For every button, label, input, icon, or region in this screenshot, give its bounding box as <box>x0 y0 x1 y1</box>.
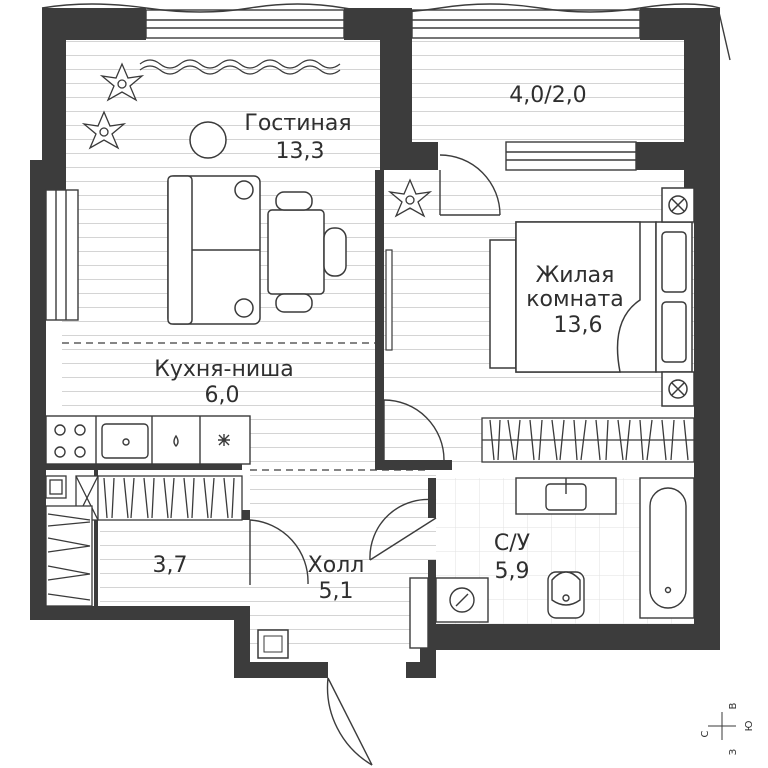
kitchen-name: Кухня-ниша <box>154 357 294 382</box>
storage-shelving <box>45 475 243 607</box>
compass-icon <box>708 712 736 740</box>
bedroom-area: 13,6 <box>554 313 603 338</box>
hall-name: Холл <box>308 553 365 578</box>
bathroom-fixtures <box>435 477 695 623</box>
doors <box>249 154 501 766</box>
walls <box>30 8 720 678</box>
compass-west: З <box>728 749 739 755</box>
living-room-area: 13,3 <box>276 139 325 164</box>
bathroom-name: С/У <box>494 531 531 556</box>
windows <box>41 3 731 321</box>
compass-east: В <box>728 702 739 709</box>
storage-area: 3,7 <box>153 553 188 578</box>
compass-north: С <box>700 730 711 737</box>
bedroom-name-line2: комната <box>526 287 624 312</box>
hall-area: 5,1 <box>319 579 354 604</box>
balcony-area: 4,0/2,0 <box>509 83 586 108</box>
zone-dividers <box>62 342 430 471</box>
plant-icon <box>81 62 433 218</box>
compass-south: Ю <box>744 720 755 731</box>
wardrobe <box>481 417 695 463</box>
bedroom-wall-panel <box>385 249 393 351</box>
bathroom-area: 5,9 <box>495 559 530 584</box>
hall-cabinet-inner <box>263 635 283 653</box>
kitchen-counter <box>45 415 251 465</box>
ceiling-lamp <box>189 121 227 159</box>
bedroom-name-line1: Жилая <box>536 263 615 288</box>
sofa <box>167 175 261 325</box>
kitchen-area: 6,0 <box>205 383 240 408</box>
living-room-name: Гостиная <box>244 111 351 136</box>
bed <box>489 221 693 373</box>
curtain <box>139 59 341 75</box>
table-chairs <box>267 191 347 313</box>
nightstand-icon <box>661 187 695 407</box>
